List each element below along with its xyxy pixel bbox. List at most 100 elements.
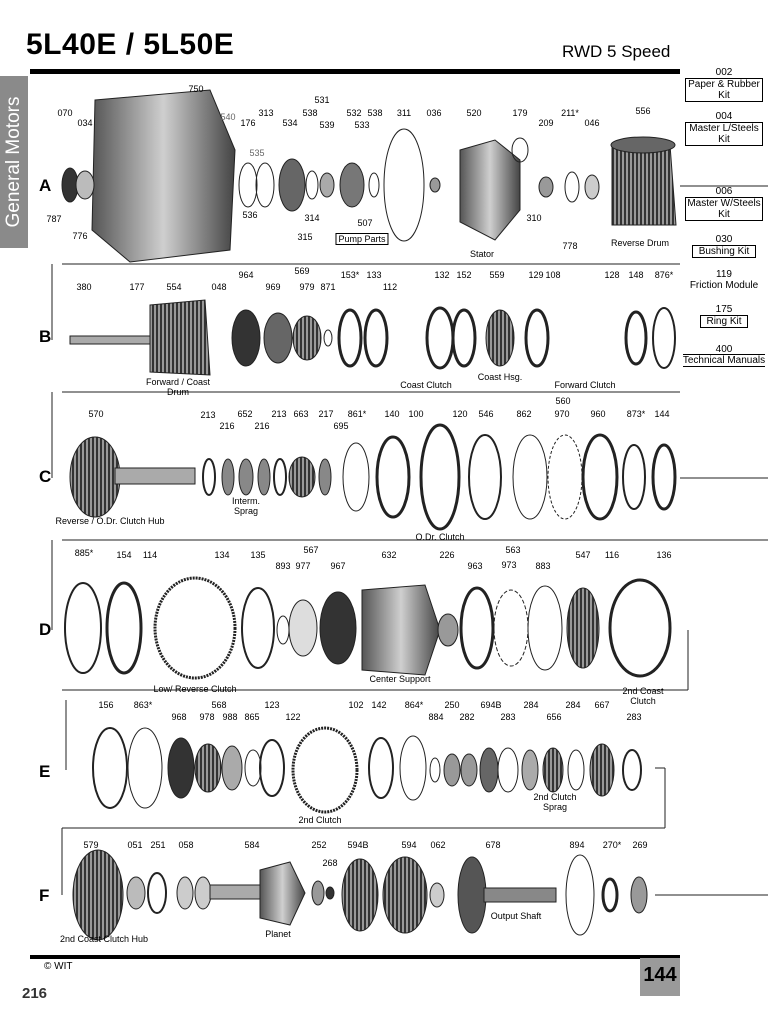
part-label: 177 bbox=[129, 282, 145, 292]
part-label: 142 bbox=[371, 700, 387, 710]
part-label: 568 bbox=[211, 700, 227, 710]
part-label: 284 bbox=[565, 700, 581, 710]
part-label: 871 bbox=[320, 282, 336, 292]
row-f-parts bbox=[72, 849, 648, 941]
part-label: 884 bbox=[428, 712, 444, 722]
part-label: 135 bbox=[250, 550, 266, 560]
part-label: 216 bbox=[219, 421, 235, 431]
row-a-parts bbox=[61, 89, 677, 263]
part-label: 988 bbox=[222, 712, 238, 722]
part-caption: 2nd Clutch bbox=[298, 815, 342, 825]
part-label: 970 bbox=[554, 409, 570, 419]
part-caption: Output Shaft bbox=[490, 911, 542, 921]
part-label: 536 bbox=[242, 210, 258, 220]
part-caption: Forward / Coast Drum bbox=[145, 377, 211, 397]
part-label: 284 bbox=[523, 700, 539, 710]
part-label: 116 bbox=[604, 550, 620, 560]
part-label: 894 bbox=[569, 840, 585, 850]
part-label: 960 bbox=[590, 409, 606, 419]
part-label: 556 bbox=[635, 106, 651, 116]
part-label: 209 bbox=[538, 118, 554, 128]
part-label: 311 bbox=[396, 108, 412, 118]
part-label: 538 bbox=[367, 108, 383, 118]
part-label: 554 bbox=[166, 282, 182, 292]
part-label: 520 bbox=[466, 108, 482, 118]
part-label: 540 bbox=[220, 112, 236, 122]
part-label: 313 bbox=[258, 108, 274, 118]
part-label: 134 bbox=[214, 550, 230, 560]
part-label: 531 bbox=[314, 95, 330, 105]
part-label: 112 bbox=[382, 282, 398, 292]
part-label: 507 bbox=[357, 218, 373, 228]
part-label: 058 bbox=[178, 840, 194, 850]
part-caption: Planet bbox=[265, 929, 291, 939]
page-subtitle: RWD 5 Speed bbox=[562, 42, 671, 61]
part-caption: Low/ Reverse Clutch bbox=[153, 684, 237, 694]
part-label: 893 bbox=[275, 561, 291, 571]
row-d-parts bbox=[64, 576, 672, 680]
part-label: 129 bbox=[528, 270, 544, 280]
part-label: 282 bbox=[459, 712, 475, 722]
part-label: 226 bbox=[439, 550, 455, 560]
part-label: 663 bbox=[293, 409, 309, 419]
part-label: 114 bbox=[142, 550, 158, 560]
row-c-parts bbox=[69, 423, 677, 531]
part-label: 652 bbox=[237, 409, 253, 419]
part-label: 667 bbox=[594, 700, 610, 710]
page-box: 144 bbox=[640, 958, 680, 996]
part-label: 283 bbox=[626, 712, 642, 722]
row-b-parts bbox=[69, 299, 676, 376]
part-caption: Reverse Drum bbox=[610, 238, 670, 248]
header-rule bbox=[30, 69, 680, 74]
part-label: 034 bbox=[77, 118, 93, 128]
part-label: 535 bbox=[249, 148, 265, 158]
copyright: © WIT bbox=[44, 961, 73, 972]
part-label: 963 bbox=[467, 561, 483, 571]
part-label: 036 bbox=[426, 108, 442, 118]
part-label: 979 bbox=[299, 282, 315, 292]
part-label: 694B bbox=[480, 700, 502, 710]
part-label: 062 bbox=[430, 840, 446, 850]
page-box-number: 144 bbox=[643, 964, 677, 986]
part-caption: Stator bbox=[469, 249, 495, 259]
row-e-parts bbox=[92, 726, 642, 814]
part-label: 678 bbox=[485, 840, 501, 850]
part-label: 567 bbox=[303, 545, 319, 555]
part-label: 211* bbox=[561, 108, 579, 118]
part-label: 533 bbox=[354, 120, 370, 130]
part-label: 144 bbox=[654, 409, 670, 419]
part-label: 570 bbox=[88, 409, 104, 419]
part-label: 046 bbox=[584, 118, 600, 128]
part-label: 120 bbox=[452, 409, 468, 419]
part-label: 656 bbox=[546, 712, 562, 722]
part-label: 250 bbox=[444, 700, 460, 710]
part-label: 559 bbox=[489, 270, 505, 280]
part-caption: Forward Clutch bbox=[554, 380, 616, 390]
part-caption: 2nd Coast Clutch bbox=[622, 686, 664, 706]
part-label: 217 bbox=[318, 409, 334, 419]
part-caption: Coast Hsg. bbox=[477, 372, 523, 382]
part-label: 978 bbox=[199, 712, 215, 722]
part-caption: Reverse / O.Dr. Clutch Hub bbox=[55, 516, 165, 526]
part-label: 140 bbox=[384, 409, 400, 419]
part-label: 969 bbox=[265, 282, 281, 292]
part-label: 213 bbox=[271, 409, 287, 419]
part-label: 315 bbox=[297, 232, 313, 242]
part-label: 251 bbox=[150, 840, 166, 850]
part-label: 283 bbox=[500, 712, 516, 722]
part-caption: 2nd Clutch Sprag bbox=[533, 792, 577, 812]
part-label: 863* bbox=[133, 700, 153, 710]
part-label: 310 bbox=[526, 213, 542, 223]
part-label: 563 bbox=[505, 545, 521, 555]
part-label: 594B bbox=[347, 840, 369, 850]
row-letter-a: A bbox=[39, 176, 52, 195]
row-letter-d: D bbox=[39, 620, 52, 639]
part-label: 861* bbox=[347, 409, 367, 419]
part-label: 380 bbox=[76, 282, 92, 292]
part-label: 873* bbox=[626, 409, 646, 419]
part-label: 632 bbox=[381, 550, 397, 560]
part-label: 108 bbox=[545, 270, 561, 280]
